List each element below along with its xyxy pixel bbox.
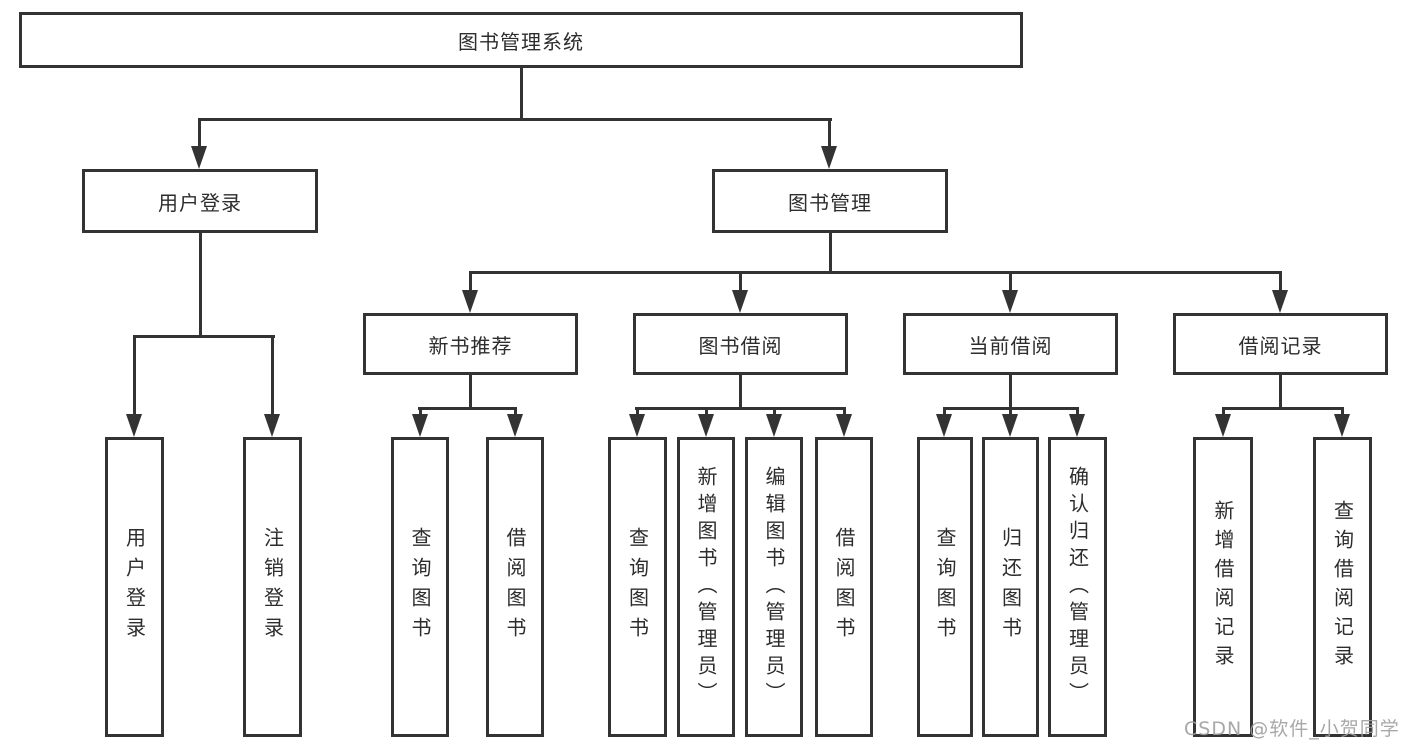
connector-line [1076, 407, 1079, 419]
connector-line [843, 407, 846, 419]
leaf-return-books: 归还图书 [982, 437, 1039, 737]
node-label: 借阅记录 [1238, 333, 1323, 358]
csdn-watermark: CSDN @软件_小贺同学 [1184, 718, 1400, 740]
arrowhead-down-icon [1069, 414, 1085, 437]
connector-line [636, 407, 639, 419]
connector-line [198, 118, 832, 121]
leaf-label: 查询图书 [408, 527, 432, 647]
leaf-edit-book-admin: 编辑图书（管理员） [745, 437, 803, 737]
leaf-label: 用户登录 [122, 527, 147, 647]
arrowhead-down-icon [698, 414, 714, 437]
leaf-borrow-books: 借阅图书 [815, 437, 873, 737]
leaf-query-books-current: 查询图书 [917, 437, 973, 737]
connector-line [133, 335, 275, 338]
leaf-label: 编辑图书（管理员） [762, 465, 786, 709]
arrowhead-down-icon [507, 414, 523, 437]
leaf-label: 查询图书 [625, 527, 650, 647]
node-label: 当前借阅 [968, 333, 1053, 358]
node-book-management: 图书管理 [712, 169, 948, 233]
connector-line [520, 68, 523, 120]
connector-line [1009, 407, 1012, 419]
leaf-label: 新增图书（管理员） [694, 465, 718, 709]
node-borrowing-records: 借阅记录 [1173, 313, 1388, 375]
leaf-add-book-admin: 新增图书（管理员） [677, 437, 735, 737]
arrowhead-down-icon [629, 414, 645, 437]
arrowhead-down-icon [264, 414, 280, 437]
node-library-management-system: 图书管理系统 [19, 12, 1023, 68]
arrowhead-down-icon [766, 414, 782, 437]
connector-line [739, 271, 742, 295]
connector-line [1009, 375, 1012, 410]
node-new-book-recommendation: 新书推荐 [363, 313, 578, 375]
leaf-label: 新增借阅记录 [1211, 500, 1235, 674]
leaf-query-books-recommend: 查询图书 [391, 437, 449, 737]
arrowhead-down-icon [191, 146, 207, 169]
connector-line [705, 407, 708, 419]
connector-line [635, 407, 845, 410]
connector-line [943, 407, 946, 419]
arrowhead-down-icon [836, 414, 852, 437]
node-label: 图书管理 [788, 190, 872, 215]
connector-line [828, 118, 831, 150]
leaf-label: 注销登录 [260, 527, 285, 647]
connector-line [739, 375, 742, 410]
leaf-label: 查询图书 [933, 527, 957, 647]
leaf-label: 确认归还（管理员） [1065, 465, 1090, 709]
connector-line [469, 271, 1282, 274]
arrowhead-down-icon [462, 290, 478, 313]
connector-line [1341, 407, 1344, 419]
arrowhead-down-icon [1215, 414, 1231, 437]
arrowhead-down-icon [1334, 414, 1350, 437]
leaf-query-books-borrow: 查询图书 [608, 437, 667, 737]
connector-line [1279, 375, 1282, 410]
leaf-label: 归还图书 [998, 527, 1023, 647]
node-current-borrowing: 当前借阅 [903, 313, 1118, 375]
leaf-label: 借阅图书 [503, 527, 527, 647]
arrowhead-down-icon [936, 414, 952, 437]
arrowhead-down-icon [821, 146, 837, 169]
connector-line [199, 233, 202, 338]
arrowhead-down-icon [1272, 290, 1288, 313]
node-book-borrowing: 图书借阅 [633, 313, 848, 375]
connector-line [469, 375, 472, 410]
node-label: 图书管理系统 [458, 29, 584, 54]
leaf-label: 借阅图书 [832, 527, 856, 647]
connector-line [418, 407, 517, 410]
leaf-query-borrow-record: 查询借阅记录 [1313, 437, 1372, 737]
arrowhead-down-icon [126, 414, 142, 437]
node-label: 图书借阅 [698, 333, 783, 358]
arrowhead-down-icon [1002, 414, 1018, 437]
leaf-logout: 注销登录 [243, 437, 302, 737]
node-user-login: 用户登录 [82, 169, 318, 233]
connector-line [829, 233, 832, 274]
connector-line [271, 335, 274, 419]
node-label: 用户登录 [158, 190, 242, 215]
node-label: 新书推荐 [428, 333, 513, 358]
connector-line [469, 271, 472, 295]
leaf-add-borrow-record: 新增借阅记录 [1193, 437, 1253, 737]
leaf-label: 查询借阅记录 [1330, 500, 1355, 674]
connector-line [1222, 407, 1344, 410]
leaf-user-login: 用户登录 [105, 437, 164, 737]
connector-line [419, 407, 422, 419]
leaf-borrow-books-recommend: 借阅图书 [486, 437, 544, 737]
connector-line [198, 118, 201, 150]
connector-line [133, 335, 136, 419]
arrowhead-down-icon [732, 290, 748, 313]
connector-line [1222, 407, 1225, 419]
connector-line [1279, 271, 1282, 295]
leaf-confirm-return-admin: 确认归还（管理员） [1048, 437, 1107, 737]
arrowhead-down-icon [1002, 290, 1018, 313]
connector-line [514, 407, 517, 419]
arrowhead-down-icon [412, 414, 428, 437]
connector-line [1009, 271, 1012, 295]
connector-line [773, 407, 776, 419]
